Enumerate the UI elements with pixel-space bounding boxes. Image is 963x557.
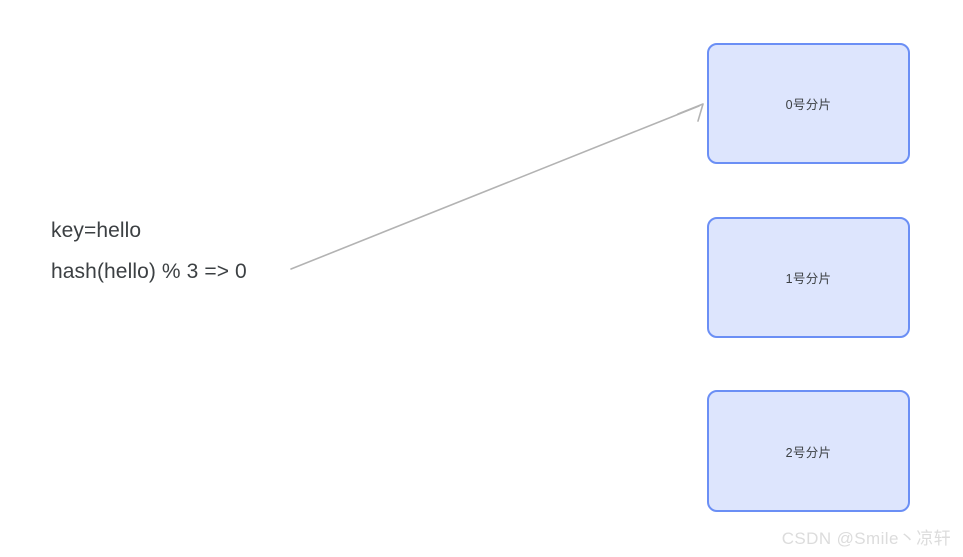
shard-label-2: 2号分片 (785, 445, 832, 460)
shard-box-1[interactable]: 1号分片 (707, 217, 910, 338)
shard-box-0[interactable]: 0号分片 (707, 43, 910, 164)
shard-label-1: 1号分片 (785, 272, 832, 286)
hash-expression-block: key=hello hash(hello) % 3 => 0 (51, 210, 351, 292)
key-expression-line: key=hello (51, 219, 142, 242)
shard-box-2[interactable]: 2号分片 (707, 390, 910, 512)
csdn-watermark: CSDN @Smile丶凉轩 (781, 529, 951, 548)
routing-arrow (290, 103, 704, 270)
routing-arrow-head-icon (677, 103, 704, 122)
routing-arrow-line (290, 105, 700, 270)
hash-expression-line: hash(hello) % 3 => 0 (51, 260, 247, 283)
shard-label-0: 0号分片 (785, 98, 832, 112)
